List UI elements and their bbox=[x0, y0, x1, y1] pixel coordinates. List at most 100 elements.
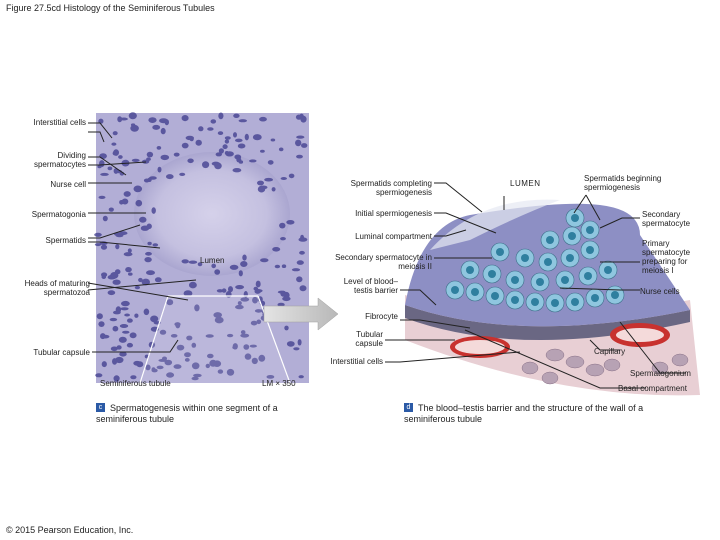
germ-cell-nucleus bbox=[491, 292, 499, 300]
nucleus bbox=[97, 165, 102, 169]
nucleus bbox=[146, 223, 152, 230]
nucleus bbox=[189, 281, 197, 289]
nucleus bbox=[134, 313, 139, 318]
nucleus bbox=[160, 154, 170, 161]
nucleus bbox=[238, 270, 243, 277]
label-initial-spermiogenesis: Initial spermiogenesis bbox=[355, 209, 432, 218]
germ-cell-nucleus bbox=[521, 254, 529, 262]
nucleus bbox=[296, 154, 303, 159]
label-heads-spermatozoa: Heads of maturing spermatozoa bbox=[24, 279, 90, 297]
nucleus bbox=[233, 113, 240, 119]
nucleus bbox=[252, 134, 262, 141]
nucleus bbox=[148, 117, 157, 123]
nucleus bbox=[191, 376, 199, 381]
nucleus bbox=[156, 365, 164, 370]
nucleus bbox=[174, 322, 181, 327]
germ-cell-nucleus bbox=[496, 248, 504, 256]
caption-c-text: Spermatogenesis within one segment of a … bbox=[96, 403, 278, 424]
nucleus bbox=[252, 296, 258, 304]
nucleus bbox=[257, 180, 264, 186]
label-spermatids: Spermatids bbox=[45, 236, 86, 245]
nucleus bbox=[232, 168, 242, 173]
label-lumen: Lumen bbox=[200, 256, 225, 265]
label-spermatids-beginning: Spermatids beginning spermiogenesis bbox=[584, 174, 662, 192]
label-magnification: LM × 350 bbox=[262, 379, 296, 388]
germ-cell-nucleus bbox=[536, 278, 544, 286]
nucleus bbox=[187, 158, 194, 164]
nucleus bbox=[217, 369, 224, 374]
nucleus bbox=[250, 320, 258, 326]
nucleus bbox=[218, 112, 224, 120]
nucleus bbox=[113, 310, 121, 315]
nucleus bbox=[100, 172, 109, 176]
germ-cell-nucleus bbox=[466, 266, 474, 274]
nucleus bbox=[240, 297, 250, 302]
nucleus bbox=[145, 251, 152, 256]
germ-cell-nucleus bbox=[571, 214, 579, 222]
nucleus bbox=[205, 334, 214, 338]
nucleus bbox=[238, 119, 247, 123]
nucleus bbox=[100, 333, 106, 340]
nucleus bbox=[197, 262, 203, 267]
nucleus bbox=[264, 177, 273, 182]
caption-marker-c: c bbox=[96, 403, 105, 412]
nucleus bbox=[145, 364, 151, 371]
nucleus bbox=[130, 375, 137, 380]
nucleus bbox=[143, 178, 150, 183]
nucleus bbox=[260, 149, 265, 153]
figure-title: Figure 27.5cd Histology of the Seminifer… bbox=[6, 3, 215, 13]
germ-cell-nucleus bbox=[568, 232, 576, 240]
nucleus bbox=[280, 237, 286, 241]
nucleus bbox=[181, 115, 189, 122]
nucleus bbox=[267, 160, 274, 165]
germ-cell-nucleus bbox=[586, 226, 594, 234]
cell-nuclei bbox=[94, 112, 308, 382]
label-luminal-compartment: Luminal compartment bbox=[355, 232, 432, 241]
nucleus bbox=[224, 136, 231, 140]
nucleus bbox=[107, 166, 113, 171]
nucleus bbox=[98, 195, 106, 199]
nucleus bbox=[260, 258, 269, 263]
nucleus bbox=[254, 309, 263, 313]
nucleus bbox=[293, 347, 300, 351]
wall-illustration bbox=[405, 199, 700, 396]
nucleus bbox=[228, 286, 233, 293]
nucleus bbox=[211, 263, 216, 269]
nucleus bbox=[181, 142, 189, 149]
label-fibrocyte: Fibrocyte bbox=[365, 312, 398, 321]
nucleus bbox=[130, 123, 136, 127]
nucleus bbox=[184, 358, 190, 362]
nucleus bbox=[166, 299, 174, 306]
nucleus bbox=[226, 368, 235, 376]
germ-cell-nucleus bbox=[471, 288, 479, 296]
nucleus bbox=[296, 260, 304, 265]
nucleus bbox=[141, 278, 150, 286]
nucleus bbox=[235, 285, 245, 290]
nucleus bbox=[251, 357, 258, 365]
nucleus bbox=[185, 135, 194, 141]
label-tubular-capsule-right: Tubular capsule bbox=[355, 330, 383, 348]
nucleus bbox=[184, 352, 191, 358]
nucleus bbox=[249, 344, 257, 348]
nucleus bbox=[255, 280, 261, 288]
nucleus bbox=[281, 264, 287, 269]
nucleus bbox=[119, 324, 129, 328]
nucleus bbox=[133, 360, 141, 366]
nucleus bbox=[133, 185, 143, 193]
nucleus bbox=[277, 290, 286, 294]
nucleus bbox=[95, 373, 103, 378]
nucleus bbox=[258, 354, 266, 362]
nucleus bbox=[151, 207, 156, 214]
nucleus bbox=[209, 359, 217, 367]
nucleus bbox=[146, 151, 154, 158]
nucleus bbox=[159, 329, 167, 335]
nucleus bbox=[214, 162, 222, 170]
nucleus bbox=[284, 325, 289, 331]
nucleus bbox=[274, 264, 281, 269]
germ-cell-nucleus bbox=[531, 298, 539, 306]
nucleus bbox=[218, 148, 224, 154]
nucleus bbox=[146, 270, 155, 276]
nucleus bbox=[272, 247, 281, 252]
nucleus bbox=[266, 375, 275, 379]
